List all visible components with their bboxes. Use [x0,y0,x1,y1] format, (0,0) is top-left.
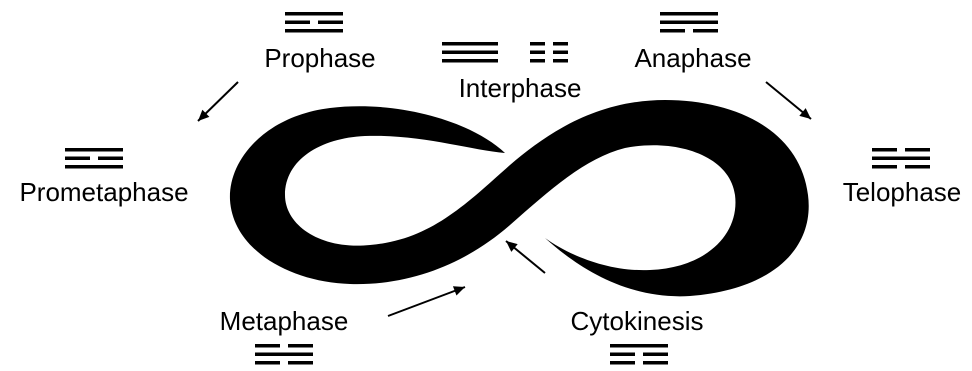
telophase-line-broken [905,165,930,169]
metaphase-to-center-arrow [387,286,466,317]
prometaphase-symbol [65,148,123,169]
phase-label-metaphase: Metaphase [220,306,349,336]
metaphase-line-broken [255,361,280,365]
anaphase-symbol [660,12,718,33]
metaphase-symbol [255,344,313,365]
phase-label-telophase: Telophase [843,177,962,207]
prometaphase-line-solid [65,165,123,169]
anaphase-line-solid [660,12,718,16]
telophase-line-broken [905,148,930,152]
phase-label-prometaphase: Prometaphase [19,177,188,207]
phase-label-prophase: Prophase [264,43,375,73]
cytokinesis-line-broken [610,361,635,365]
prophase-line-solid [285,29,343,33]
cytokinesis-line-broken [643,352,668,356]
prophase-symbol [285,12,343,33]
phase-label-interphase: Interphase [459,73,582,103]
infinity-loop [229,100,809,297]
interphase-symbol-secondary [530,42,568,63]
prometaphase-line-solid [65,148,123,152]
cytokinesis-symbol [610,344,668,365]
metaphase-line-broken [288,361,313,365]
interphase-line-solid [442,50,498,54]
phase-arrows [197,81,812,317]
interphase-line-solid [442,42,498,46]
interphase-symbol [442,42,498,63]
prophase-to-prometaphase-arrow [197,81,239,122]
interphase-b-line-broken [553,50,568,54]
anaphase-line-broken [660,29,685,33]
interphase-line-solid [442,59,498,63]
telophase-line-broken [872,165,897,169]
cytokinesis-line-solid [610,344,668,348]
prophase-line-broken [318,20,343,24]
anaphase-line-broken [693,29,718,33]
interphase-b-line-broken [530,59,545,63]
anaphase-line-solid [660,20,718,24]
metaphase-line-solid [255,352,313,356]
prometaphase-line-broken [65,156,90,160]
prophase-line-solid [285,12,343,16]
phase-label-cytokinesis: Cytokinesis [571,306,704,336]
interphase-b-line-broken [530,50,545,54]
metaphase-line-broken [288,344,313,348]
phase-label-anaphase: Anaphase [634,43,751,73]
metaphase-line-broken [255,344,280,348]
cytokinesis-to-center-arrow [505,240,546,274]
cytokinesis-line-broken [643,361,668,365]
telophase-line-solid [872,156,930,160]
interphase-b-line-broken [530,42,545,46]
prometaphase-line-broken [98,156,123,160]
prophase-line-broken [285,20,310,24]
telophase-line-broken [872,148,897,152]
telophase-symbol [872,148,930,169]
anaphase-to-telophase-arrow [765,81,812,120]
interphase-b-line-broken [553,42,568,46]
cytokinesis-line-broken [610,352,635,356]
interphase-b-line-broken [553,59,568,63]
